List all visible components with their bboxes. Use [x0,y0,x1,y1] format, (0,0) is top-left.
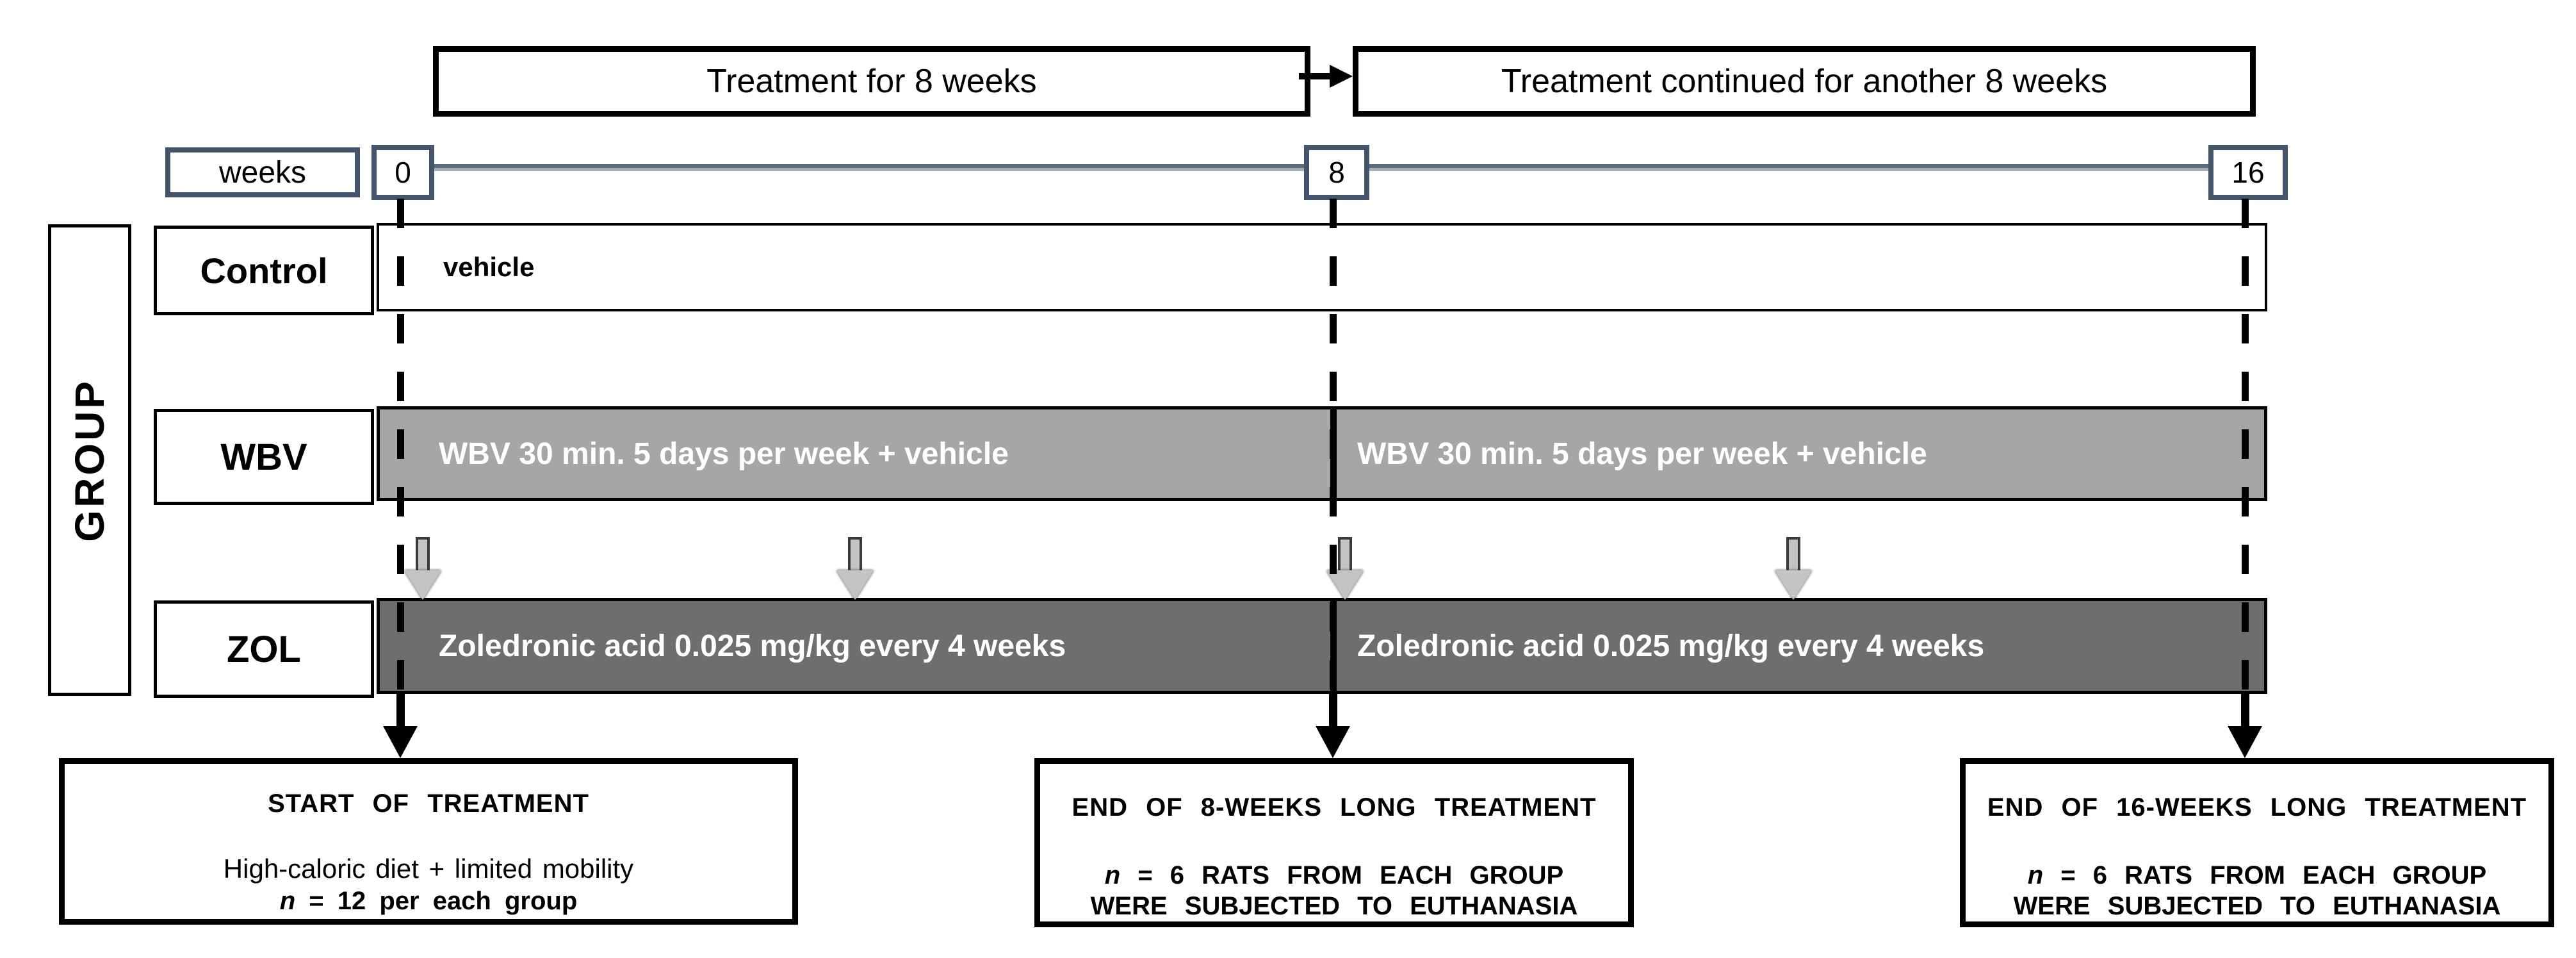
milestone-box-end8: END OF 8-WEEKS LONG TREATMENT n = 6 RATS… [1034,758,1634,927]
zol-bar-segment-1: Zoledronic acid 0.025 mg/kg every 4 week… [377,598,1333,694]
wbv-label-text: WBV [220,436,307,478]
milestone-end8-line1: n = 6 RATS FROM EACH GROUP [1104,861,1564,889]
zol-bar-segment-2: Zoledronic acid 0.025 mg/kg every 4 week… [1333,598,2267,694]
weeks-axis-label-box: weeks [165,147,360,197]
control-bar: vehicle [377,223,2267,311]
wbv-bar-segment-2: WBV 30 min. 5 days per week + vehicle [1333,406,2267,501]
milestone-end16-line1: n = 6 RATS FROM EACH GROUP [2027,861,2487,889]
zol-label-text: ZOL [227,628,301,670]
zol-bar-text-1: Zoledronic acid 0.025 mg/kg every 4 week… [439,629,1066,663]
week-0-dashed-line [397,199,404,692]
group-panel-label: GROUP [67,378,113,542]
week-0-tick: 0 [395,156,411,189]
milestone-box-end16: END OF 16-WEEKS LONG TREATMENT n = 6 RAT… [1960,758,2554,927]
phase2-label: Treatment continued for another 8 weeks [1501,63,2108,100]
milestone-arrow-shaft-week0 [396,692,405,729]
phase1-label: Treatment for 8 weeks [706,63,1037,100]
milestone-down-arrow-icon-week16 [2228,726,2262,758]
injection-down-arrow-icon-week4 [836,570,874,600]
injection-down-arrow-icon-week12 [1775,570,1812,600]
wbv-bar-segment-1: WBV 30 min. 5 days per week + vehicle [377,406,1333,501]
milestone-start-title: START OF TREATMENT [268,789,589,818]
milestone-start-line1: High-caloric diet + limited mobility [223,854,634,884]
milestone-start-line2: n = 12 per each group [279,887,578,915]
milestone-down-arrow-icon-week8 [1316,726,1350,758]
injection-arrow-shaft-week12 [1786,537,1800,574]
phase-arrow-shaft [1299,73,1332,79]
row-label-wbv: WBV [154,409,374,505]
weeks-axis-label: weeks [218,155,307,190]
group-panel-box: GROUP [48,224,131,696]
milestone-end8-line2: WERE SUBJECTED TO EUTHANASIA [1090,892,1578,920]
milestone-arrow-shaft-week8 [1329,692,1337,729]
week-8-tick: 8 [1328,156,1345,189]
milestone-arrow-shaft-week16 [2241,692,2249,729]
week-0-tick-box: 0 [371,145,434,200]
zol-bar-text-2: Zoledronic acid 0.025 mg/kg every 4 week… [1357,629,1985,663]
phase1-box: Treatment for 8 weeks [433,46,1310,117]
week-8-dashed-line [1330,199,1337,692]
milestone-down-arrow-icon-week0 [383,726,418,758]
injection-arrow-shaft-week0 [416,537,430,574]
wbv-bar-text-1: WBV 30 min. 5 days per week + vehicle [439,436,1009,471]
week-8-tick-box: 8 [1304,145,1369,200]
wbv-bar-text-2: WBV 30 min. 5 days per week + vehicle [1357,436,1927,471]
week-16-tick-box: 16 [2208,145,2288,200]
milestone-end16-line2: WERE SUBJECTED TO EUTHANASIA [2013,892,2501,920]
milestone-end8-title: END OF 8-WEEKS LONG TREATMENT [1072,793,1597,822]
injection-down-arrow-icon-week0 [404,570,441,600]
week-16-dashed-line [2242,199,2249,692]
control-bar-text: vehicle [443,252,535,282]
control-label-text: Control [200,250,328,291]
phase2-box: Treatment continued for another 8 weeks [1353,46,2256,117]
row-label-control: Control [154,226,374,315]
row-label-zol: ZOL [154,600,374,698]
milestone-box-start: START OF TREATMENT High-caloric diet + l… [59,758,798,925]
injection-arrow-shaft-week4 [848,537,862,574]
phase-right-arrow-icon [1330,65,1353,88]
injection-arrow-shaft-week8 [1338,537,1352,574]
milestone-end16-title: END OF 16-WEEKS LONG TREATMENT [1987,793,2527,822]
week-16-tick: 16 [2231,156,2265,189]
